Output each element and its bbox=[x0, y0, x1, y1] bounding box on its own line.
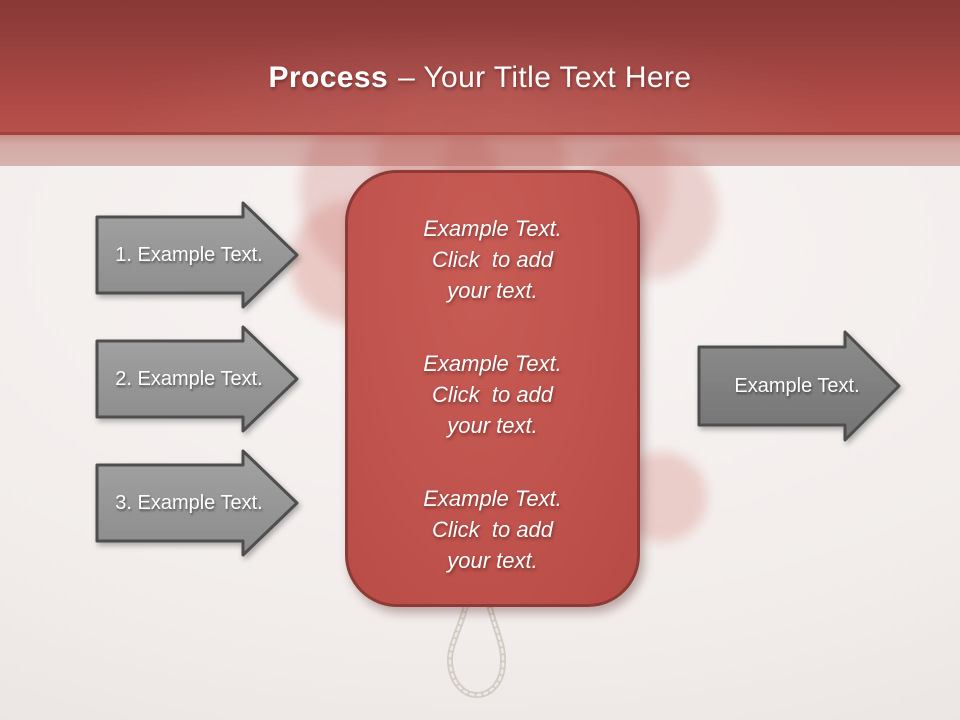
text-line: your text. bbox=[447, 278, 538, 303]
rope-loop-icon bbox=[446, 600, 507, 699]
text-line: Click to add bbox=[431, 517, 554, 542]
arrow-right-shape-icon bbox=[95, 201, 299, 309]
text-line: Click to add bbox=[431, 382, 554, 407]
process-step-arrow-3[interactable]: 3. Example Text. bbox=[95, 449, 300, 557]
arrow-label: Example Text. bbox=[734, 374, 860, 397]
text-block-3[interactable]: Example Text. Click to add your text. bbox=[423, 483, 562, 576]
slide-title-rest: – Your Title Text Here bbox=[398, 60, 692, 94]
arrow-label: 3. Example Text. bbox=[115, 491, 263, 514]
text-line: your text. bbox=[447, 413, 538, 438]
slide-title-bold: Process bbox=[268, 60, 389, 94]
process-step-arrow-2[interactable]: 2. Example Text. bbox=[95, 325, 300, 433]
process-output-arrow[interactable]: Example Text. bbox=[697, 330, 902, 442]
text-line: Example Text. bbox=[423, 216, 562, 241]
arrow-right-shape-icon bbox=[697, 330, 901, 442]
text-line: Example Text. bbox=[423, 351, 562, 376]
text-block-2[interactable]: Example Text. Click to add your text. bbox=[423, 348, 562, 441]
center-text-placeholder[interactable]: Example Text. Click to add your text. Ex… bbox=[345, 170, 640, 607]
slide-header-banner bbox=[0, 0, 960, 135]
text-line: Example Text. bbox=[423, 486, 562, 511]
arrow-label: 1. Example Text. bbox=[115, 243, 263, 266]
arrow-label: 2. Example Text. bbox=[115, 367, 263, 390]
slide-title[interactable]: Process – Your Title Text Here bbox=[0, 0, 960, 135]
text-line: your text. bbox=[447, 548, 538, 573]
arrow-right-shape-icon bbox=[95, 449, 299, 557]
arrow-right-shape-icon bbox=[95, 325, 299, 433]
text-line: Click to add bbox=[431, 247, 554, 272]
text-block-1[interactable]: Example Text. Click to add your text. bbox=[423, 213, 562, 306]
process-step-arrow-1[interactable]: 1. Example Text. bbox=[95, 201, 300, 309]
header-pink-band bbox=[0, 135, 960, 166]
